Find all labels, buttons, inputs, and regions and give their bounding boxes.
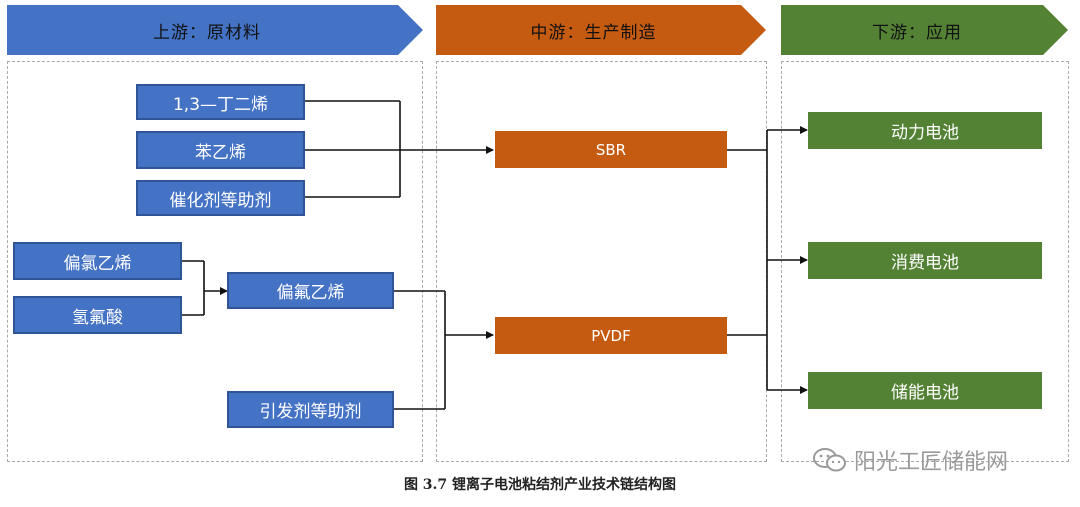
- initiator-box: 引发剂等助剂: [227, 391, 394, 428]
- styrene-box: 苯乙烯: [136, 131, 305, 169]
- power-battery-box: 动力电池: [808, 112, 1042, 149]
- downstream-header: 下游：应用: [872, 22, 962, 43]
- sbr-box: SBR: [495, 131, 727, 168]
- consumer-battery-box: 消费电池: [808, 242, 1042, 279]
- storage-battery-box: 储能电池: [808, 372, 1042, 409]
- upstream-panel: [7, 61, 423, 462]
- watermark: 阳光工匠储能网: [812, 444, 1008, 476]
- watermark-text: 阳光工匠储能网: [854, 450, 1009, 475]
- vinylidene-fluoride-box: 偏氟乙烯: [227, 272, 394, 309]
- pvdf-box: PVDF: [495, 317, 727, 354]
- butadiene-box: 1,3—丁二烯: [136, 84, 305, 120]
- upstream-header: 上游：原材料: [153, 22, 261, 43]
- vinylidene-chloride-box: 偏氯乙烯: [13, 242, 182, 280]
- figure-caption: 图 3.7 锂离子电池粘结剂产业技术链结构图: [403, 477, 677, 493]
- catalyst-box: 催化剂等助剂: [136, 180, 305, 216]
- downstream-chevron-shape: [781, 5, 1068, 55]
- downstream-panel: [781, 61, 1069, 462]
- header-chevrons: [7, 5, 1068, 55]
- midstream-header: 中游：生产制造: [530, 22, 657, 43]
- upstream-chevron-shape: [7, 5, 423, 55]
- hydrofluoric-acid-box: 氢氟酸: [13, 296, 182, 334]
- wechat-icon: [813, 448, 846, 472]
- midstream-chevron-shape: [436, 5, 766, 55]
